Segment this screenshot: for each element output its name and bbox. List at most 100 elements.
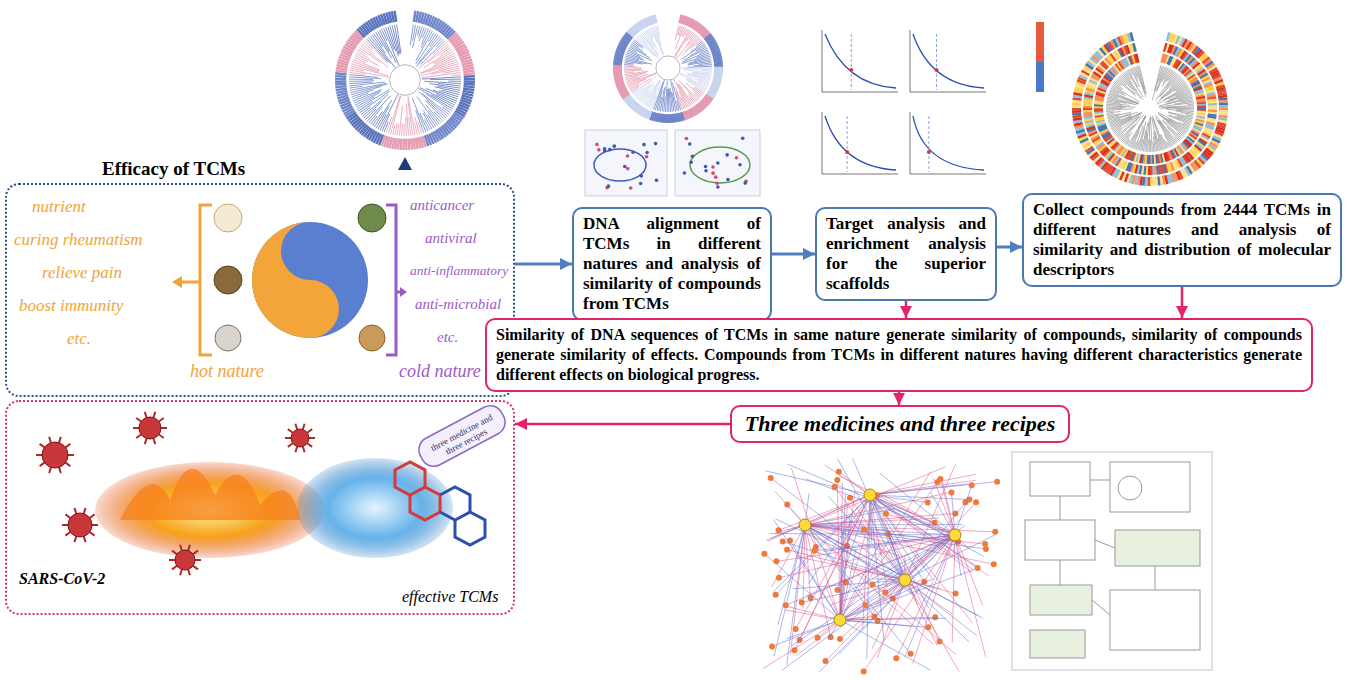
heatmap-cell: [1084, 117, 1093, 118]
tree-branch: [624, 70, 643, 71]
network-edge: [839, 476, 955, 535]
tree-tip: [395, 138, 397, 149]
plot-cutoff: [851, 34, 852, 90]
tree-branch: [665, 81, 667, 112]
virus-spike: [136, 418, 141, 422]
tree-branch: [655, 26, 661, 45]
network-node: [811, 548, 817, 554]
network-edge: [837, 459, 905, 580]
heatmap-cell: [1148, 155, 1151, 164]
tree-branch: [395, 123, 397, 135]
scatter-dot: [597, 148, 601, 152]
virus-spike: [90, 532, 95, 536]
heatmap-branch: [1164, 92, 1191, 102]
tree-tip: [714, 70, 723, 73]
network-edge: [872, 535, 955, 584]
color-scale: [1036, 62, 1044, 92]
tree-branch: [349, 82, 373, 84]
tree-tip: [335, 83, 346, 86]
network-hub: [834, 614, 846, 626]
scatter-dot: [714, 175, 718, 179]
tree-branch: [630, 47, 651, 59]
network-edge: [773, 495, 870, 592]
tree-branch: [624, 69, 641, 71]
tree-branch: [350, 70, 389, 77]
tube-label: three medicine and three recipes: [422, 408, 506, 465]
tree-branch: [685, 29, 688, 35]
heatmap-cell: [1219, 105, 1228, 108]
box-text: DNA alignment of TCMs in different natur…: [583, 214, 761, 314]
heatmap-cell: [1197, 102, 1206, 105]
scatter-dot: [607, 184, 611, 188]
scatter-dot: [623, 165, 627, 169]
heatmap-cell: [1158, 177, 1159, 186]
tree-branch: [652, 27, 662, 54]
virus-spike: [153, 438, 155, 444]
heatmap-branch: [1183, 123, 1190, 126]
network-edge: [772, 620, 840, 647]
heatmap-branch: [1119, 125, 1133, 139]
network-node: [973, 499, 979, 505]
network-edge: [824, 535, 955, 551]
heatmap-cell: [1219, 108, 1228, 111]
network-node: [882, 590, 888, 596]
heatmap-cell: [1072, 108, 1081, 111]
network-edge: [776, 535, 955, 561]
tree-branch: [687, 66, 712, 68]
phylogenetic-tree: [335, 11, 475, 150]
heatmap-branch: [1152, 117, 1158, 151]
network-edge: [880, 493, 955, 535]
heatmap-cell: [1152, 177, 1155, 186]
virus-spike: [66, 444, 71, 448]
scatter-dot: [689, 160, 693, 164]
virus-spike: [59, 437, 61, 443]
network-node: [784, 547, 790, 553]
tree-tip: [463, 86, 474, 87]
virus-spike: [188, 545, 190, 551]
ring-structure: [440, 487, 470, 520]
network-hub: [799, 519, 811, 531]
heatmap-branch: [1187, 104, 1193, 106]
network-node: [869, 581, 875, 587]
heatmap-branch: [1129, 115, 1146, 146]
tree-branch: [408, 100, 413, 136]
tree-branch: [420, 113, 428, 131]
network-edge: [805, 525, 956, 655]
process-box: Target analysis and enrichment analysis …: [815, 207, 997, 301]
tree-branch: [668, 89, 669, 112]
scatter-panel: [675, 130, 760, 196]
plot-point: [849, 68, 853, 72]
tree-branch: [675, 27, 684, 49]
network-edge: [870, 480, 976, 495]
virus-spike: [145, 438, 147, 444]
network-hub: [949, 529, 961, 541]
tree-tip: [463, 89, 474, 91]
panel-heading: Efficacy of TCMs: [102, 158, 245, 180]
network-edge: [774, 520, 840, 620]
yin-yang-dot: [302, 301, 318, 317]
tree-branch: [391, 96, 401, 135]
tree-tip: [464, 80, 475, 83]
yin-yang-half: [252, 222, 339, 338]
tree-branch: [670, 88, 672, 112]
tree-branch: [702, 70, 712, 72]
tree-tip: [714, 65, 723, 68]
tree-tip: [464, 73, 475, 74]
virus-spike: [40, 444, 45, 448]
tree-branch: [676, 92, 682, 110]
network-edge: [880, 473, 955, 535]
tree-branch: [380, 94, 398, 130]
network-node: [992, 529, 998, 535]
network-edge: [763, 620, 840, 669]
heatmap-branch: [1166, 71, 1173, 82]
scatter-dot: [711, 165, 715, 169]
result-box: Three medicines and three recipes: [730, 405, 1070, 443]
network-edge: [905, 535, 995, 580]
network-node: [948, 490, 954, 496]
network-edge: [841, 535, 955, 595]
molecule: [395, 462, 485, 545]
plot-axes: [822, 30, 898, 92]
heatmap-cell: [1197, 111, 1206, 114]
tree-tip: [714, 62, 723, 63]
tree-branch: [421, 57, 457, 73]
